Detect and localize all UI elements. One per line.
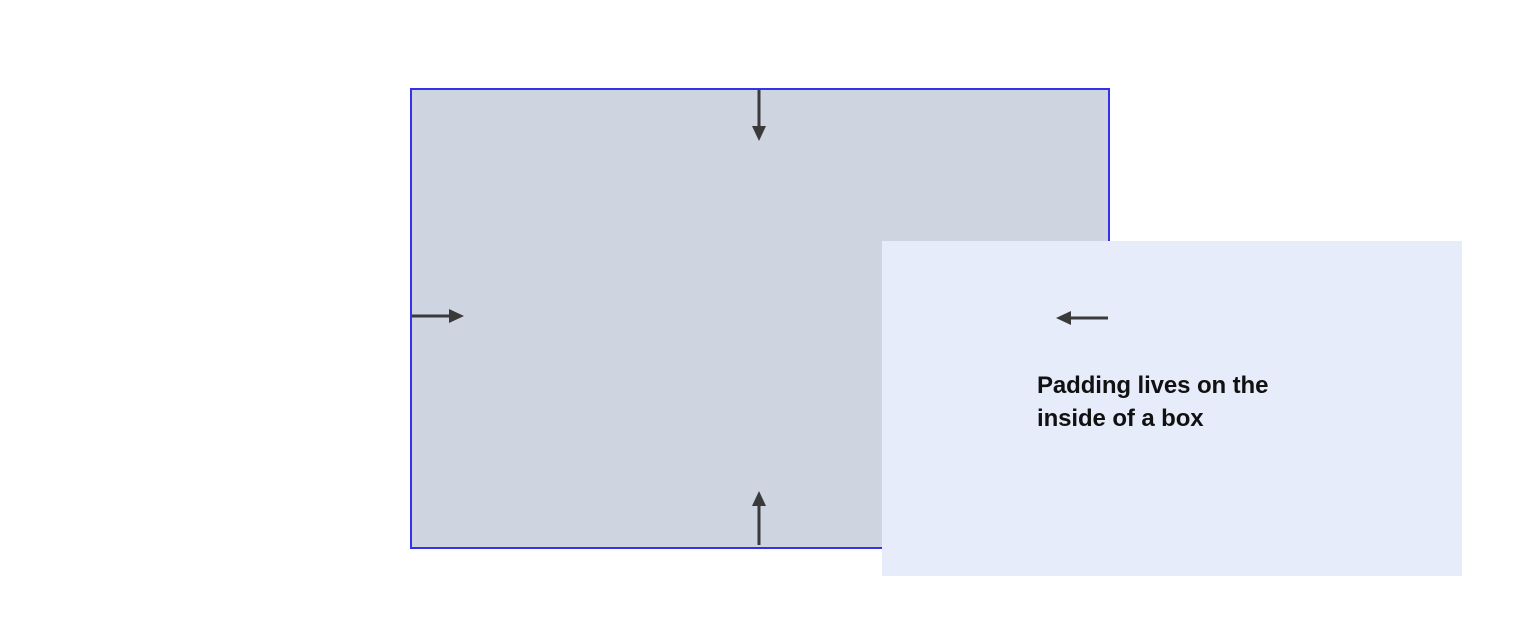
padding-left-arrow-icon bbox=[412, 300, 466, 332]
content-region-box: Padding lives on the inside of a box bbox=[882, 241, 1462, 576]
padding-right-arrow-icon bbox=[1054, 302, 1108, 334]
content-label: Padding lives on the inside of a box bbox=[1037, 372, 1269, 432]
padding-bottom-arrow-icon bbox=[742, 487, 776, 545]
padding-region-box: Padding lives on the inside of a box bbox=[410, 88, 1462, 576]
padding-top-arrow-icon bbox=[742, 90, 776, 144]
